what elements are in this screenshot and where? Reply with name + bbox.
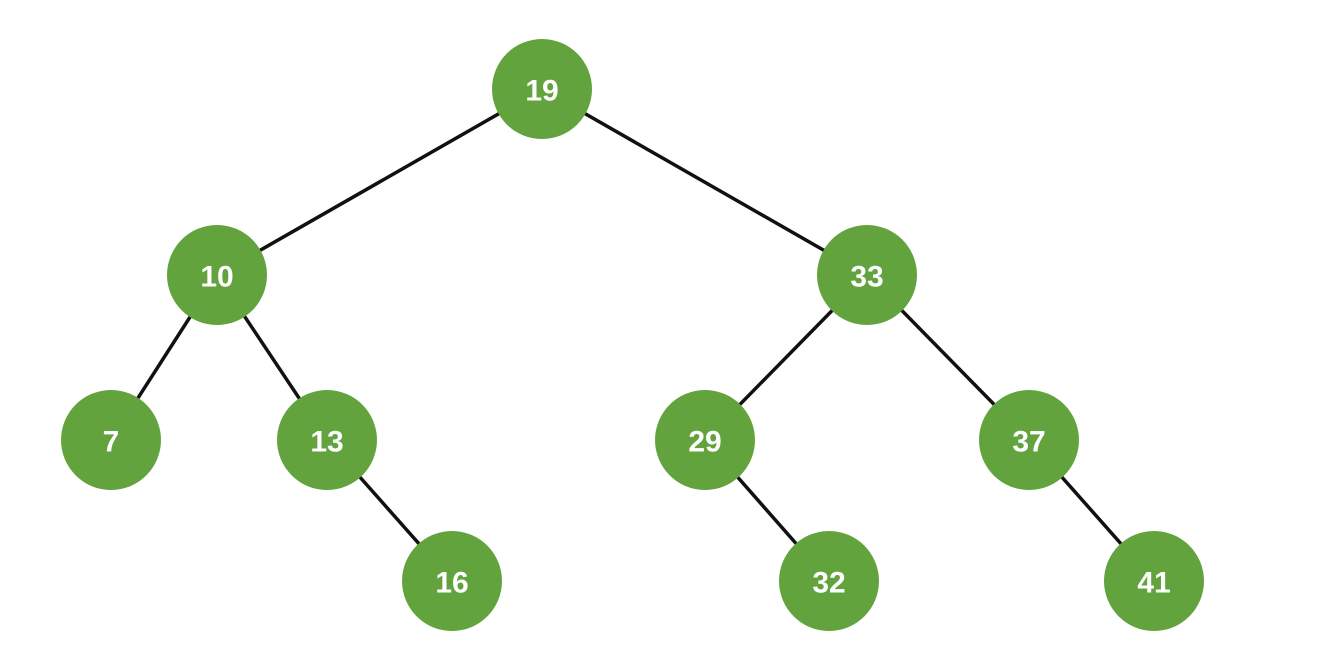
tree-node-circle bbox=[1104, 531, 1204, 631]
tree-node-label: 19 bbox=[525, 75, 558, 108]
tree-node-label: 32 bbox=[812, 567, 845, 600]
tree-node: 41 bbox=[1104, 531, 1204, 631]
tree-edges bbox=[109, 87, 1156, 583]
tree-node-circle bbox=[779, 531, 879, 631]
tree-node: 10 bbox=[167, 225, 267, 325]
tree-node: 19 bbox=[492, 39, 592, 139]
tree-node-circle bbox=[655, 390, 755, 490]
tree-node-label: 29 bbox=[688, 426, 721, 459]
tree-node: 29 bbox=[655, 390, 755, 490]
tree-node-label: 16 bbox=[435, 567, 468, 600]
tree-node: 32 bbox=[779, 531, 879, 631]
tree-node-circle bbox=[402, 531, 502, 631]
tree-node-circle bbox=[817, 225, 917, 325]
tree-node: 37 bbox=[979, 390, 1079, 490]
tree-node: 13 bbox=[277, 390, 377, 490]
tree-node-label: 37 bbox=[1012, 426, 1045, 459]
tree-node-label: 7 bbox=[103, 426, 120, 459]
tree-node-label: 13 bbox=[310, 426, 343, 459]
tree-edge bbox=[541, 87, 868, 277]
tree-node-label: 33 bbox=[850, 261, 883, 294]
tree-node-circle bbox=[167, 225, 267, 325]
tree-nodes: 19 10 33 7 13 29 37 16 32 41 bbox=[61, 39, 1204, 631]
tree-node-circle bbox=[979, 390, 1079, 490]
tree-node: 33 bbox=[817, 225, 917, 325]
tree-node-label: 41 bbox=[1137, 567, 1170, 600]
tree-node: 16 bbox=[402, 531, 502, 631]
tree-node-label: 10 bbox=[200, 261, 233, 294]
tree-edge bbox=[216, 87, 543, 277]
tree-node-circle bbox=[61, 390, 161, 490]
tree-node-circle bbox=[492, 39, 592, 139]
tree-node: 7 bbox=[61, 390, 161, 490]
tree-node-circle bbox=[277, 390, 377, 490]
